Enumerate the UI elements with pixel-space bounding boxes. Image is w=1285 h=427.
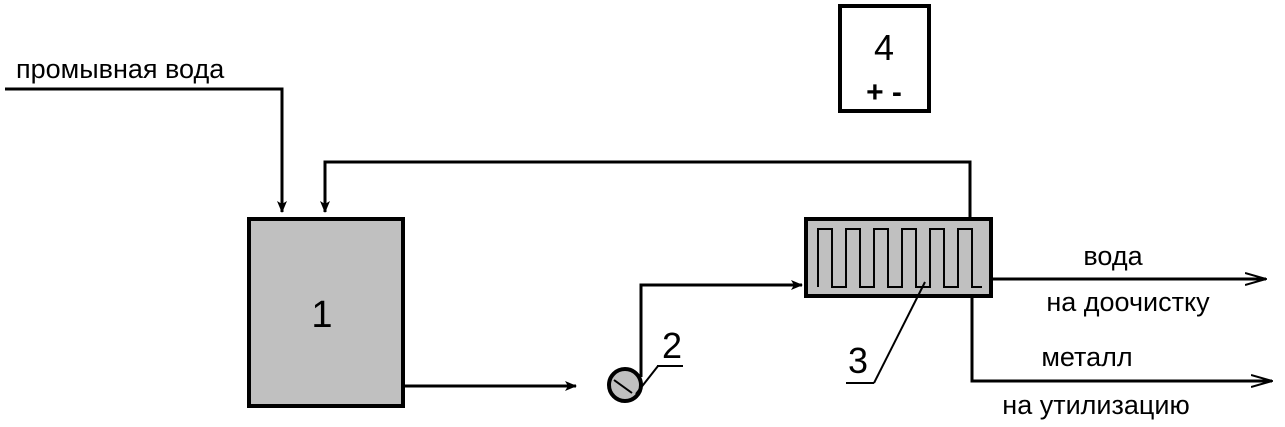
- metal-outlet-line: [970, 296, 1272, 381]
- pump-body: [607, 367, 643, 403]
- metal-label: металл: [1041, 342, 1132, 372]
- pump-to-electrolyzer-line: [639, 280, 803, 377]
- tank-body: [247, 217, 405, 408]
- power-supply-number: 4: [874, 27, 894, 68]
- wash-water-line: [5, 87, 287, 213]
- tank: [247, 217, 405, 408]
- wash-water-label: промывная вода: [16, 54, 225, 84]
- tank-number: 1: [311, 294, 332, 336]
- electrolyzer: [804, 217, 993, 298]
- pump: [607, 367, 643, 403]
- power-supply: [838, 4, 931, 113]
- power-supply-box: [838, 4, 931, 113]
- power-supply-polarity: + -: [866, 76, 902, 109]
- electrolyzer-body: [804, 217, 993, 298]
- pump-number: 2: [662, 325, 682, 366]
- pump-leader-line: [635, 365, 659, 395]
- electrolyzer-number: 3: [848, 340, 868, 381]
- water-label: вода: [1083, 241, 1143, 271]
- disposal-label: на утилизацию: [1002, 390, 1189, 420]
- electrolyzer-leader-line: [873, 281, 926, 384]
- post-treatment-label: на доочистку: [1046, 287, 1210, 317]
- recycle-line: [320, 160, 972, 218]
- electrolyzer-electrodes: [817, 228, 982, 288]
